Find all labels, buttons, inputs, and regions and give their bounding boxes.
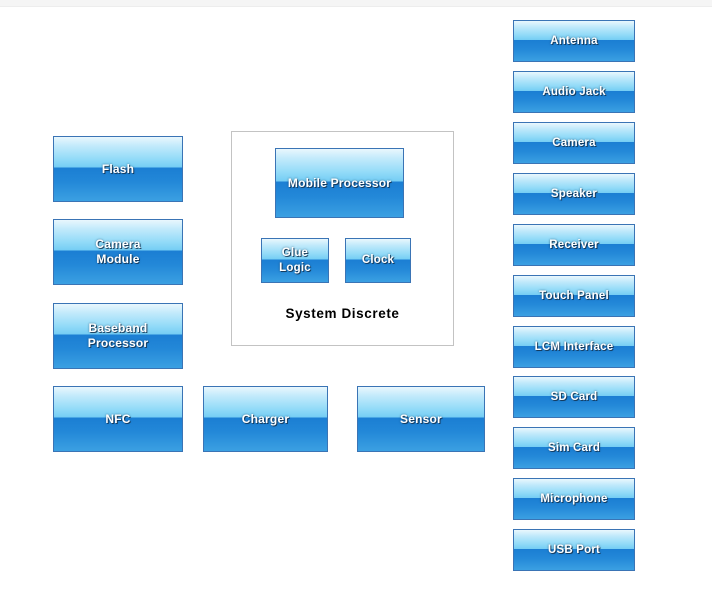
block-label: Sensor bbox=[400, 411, 442, 426]
block-clock[interactable]: Clock bbox=[345, 238, 411, 283]
block-sim-card[interactable]: Sim Card bbox=[513, 427, 635, 469]
block-label: Flash bbox=[101, 161, 135, 176]
block-touch-panel[interactable]: Touch Panel bbox=[513, 275, 635, 317]
block-flash[interactable]: Flash bbox=[53, 136, 183, 202]
block-baseband-processor[interactable]: Baseband Processor bbox=[53, 303, 183, 369]
block-camera[interactable]: Camera bbox=[513, 122, 635, 164]
block-speaker[interactable]: Speaker bbox=[513, 173, 635, 215]
block-camera-module[interactable]: Camera Module bbox=[53, 219, 183, 285]
block-charger[interactable]: Charger bbox=[203, 386, 328, 452]
block-usb-port[interactable]: USB Port bbox=[513, 529, 635, 571]
block-sd-card[interactable]: SD Card bbox=[513, 376, 635, 418]
block-label: Mobile Processor bbox=[287, 175, 392, 190]
block-label: Speaker bbox=[550, 187, 598, 200]
system-discrete-container bbox=[231, 131, 454, 346]
block-label: Touch Panel bbox=[539, 289, 609, 302]
block-label: Receiver bbox=[549, 238, 599, 251]
block-label: Sim Card bbox=[547, 441, 601, 454]
block-label: NFC bbox=[105, 411, 131, 426]
block-label: Glue Logic bbox=[279, 246, 311, 274]
block-lcm-interface[interactable]: LCM Interface bbox=[513, 326, 635, 368]
block-label: Camera Module bbox=[95, 237, 141, 266]
block-label: Clock bbox=[361, 254, 395, 266]
block-receiver[interactable]: Receiver bbox=[513, 224, 635, 266]
block-label: USB Port bbox=[547, 543, 601, 556]
block-sensor[interactable]: Sensor bbox=[357, 386, 485, 452]
block-microphone[interactable]: Microphone bbox=[513, 478, 635, 520]
block-nfc[interactable]: NFC bbox=[53, 386, 183, 452]
top-band-divider bbox=[0, 0, 712, 7]
block-label: Charger bbox=[241, 411, 290, 426]
system-discrete-label: System Discrete bbox=[285, 306, 400, 321]
block-label: Microphone bbox=[540, 492, 608, 505]
block-label: Baseband Processor bbox=[87, 321, 149, 350]
block-label: LCM Interface bbox=[534, 340, 614, 353]
block-label: Camera bbox=[552, 136, 596, 149]
block-label: Antenna bbox=[550, 34, 598, 47]
block-audio-jack[interactable]: Audio Jack bbox=[513, 71, 635, 113]
block-label: Audio Jack bbox=[542, 85, 606, 98]
block-antenna[interactable]: Antenna bbox=[513, 20, 635, 62]
block-glue-logic[interactable]: Glue Logic bbox=[261, 238, 329, 283]
block-label: SD Card bbox=[550, 390, 598, 403]
block-mobile-processor[interactable]: Mobile Processor bbox=[275, 148, 404, 218]
